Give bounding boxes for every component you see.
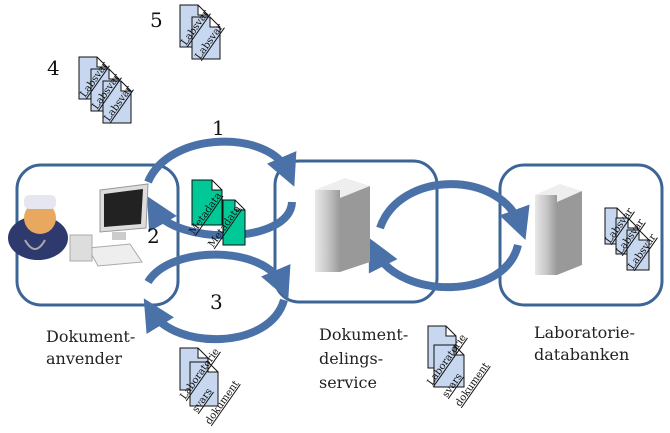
step-3-label: 3 xyxy=(210,290,223,314)
lab-server-icon xyxy=(535,184,582,275)
doctor-icon xyxy=(8,195,68,260)
server-icon xyxy=(315,178,370,272)
arrow-service-to-lab xyxy=(376,180,530,241)
service-box xyxy=(273,159,439,304)
arrow-request-metadata xyxy=(144,137,297,187)
metadata-document xyxy=(222,199,246,246)
arrow-lab-to-service xyxy=(368,237,522,292)
step-5-label: 5 xyxy=(150,8,163,32)
labsvar-document xyxy=(626,229,650,271)
labsvar-document xyxy=(102,80,132,124)
computer-icon xyxy=(69,183,149,267)
step-2-label: 2 xyxy=(147,224,160,248)
arrow-request-document xyxy=(144,250,291,300)
step-4-label: 4 xyxy=(47,56,60,80)
metadata-document xyxy=(191,179,223,226)
service-label: Dokument- delings- service xyxy=(319,325,409,392)
lab-report-document xyxy=(189,361,219,407)
labsvar-document xyxy=(191,16,221,60)
lab-label: Laboratorie- databanken xyxy=(534,323,635,364)
user-label: Dokument- anvender xyxy=(46,327,136,368)
lab-report-document xyxy=(433,344,465,388)
arrow-return-document xyxy=(143,298,288,343)
step-1-label: 1 xyxy=(212,116,225,140)
